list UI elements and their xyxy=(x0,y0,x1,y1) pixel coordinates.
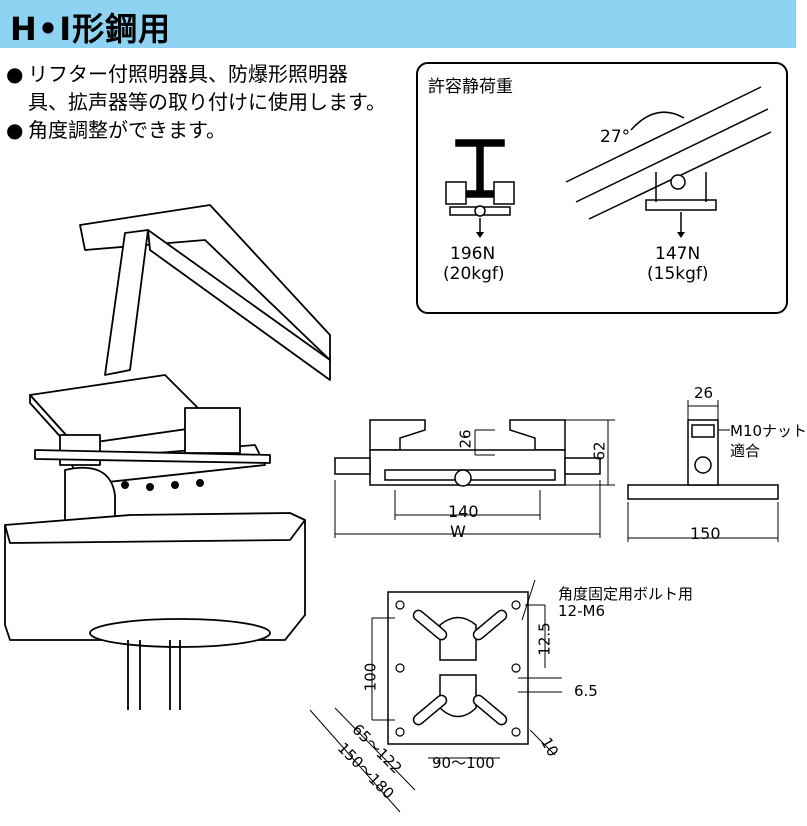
load-straight-kgf: (20kgf) xyxy=(443,264,505,284)
nut-note-line1: M10ナット xyxy=(730,422,807,440)
end-view-drawing xyxy=(627,400,779,542)
load-straight-newton: 196N xyxy=(450,244,496,264)
feature-item: ●リフター付照明器具、防爆形照明器具、拡声器等の取り付けに使用します。 xyxy=(6,60,386,116)
feature-text: 角度調整ができます。 xyxy=(28,118,226,142)
feature-list: ●リフター付照明器具、防爆形照明器具、拡声器等の取り付けに使用します。 ●角度調… xyxy=(6,60,386,144)
dim-6-5: 6.5 xyxy=(574,682,598,700)
dim-12-5: 12.5 xyxy=(535,622,554,656)
bolt-note-line1: 角度固定用ボルト用 xyxy=(558,585,694,603)
angle-label: 27° xyxy=(600,127,631,147)
load-panel-title: 許容静荷重 xyxy=(428,77,513,97)
dim-150: 150 xyxy=(690,524,721,543)
page-title: H•I形鋼用 xyxy=(10,10,172,48)
dim-90-100: 90～100 xyxy=(432,754,495,772)
mounting-illustration xyxy=(4,204,331,710)
dim-100-vertical: 100 xyxy=(361,662,380,692)
load-angled-kgf: (15kgf) xyxy=(647,264,709,284)
dim-26-end: 26 xyxy=(694,384,714,402)
load-panel-diagrams xyxy=(445,86,772,238)
load-panel xyxy=(416,62,788,314)
load-angled-newton: 147N xyxy=(655,244,701,264)
side-view-drawing xyxy=(334,419,615,538)
bullet-icon: ● xyxy=(6,118,24,142)
dim-w: W xyxy=(450,522,466,541)
feature-text: リフター付照明器具、防爆形照明器具、拡声器等の取り付けに使用します。 xyxy=(28,62,386,114)
title-bar: H•I形鋼用 xyxy=(0,0,796,48)
bolt-note-line2: 12-M6 xyxy=(558,602,605,620)
nut-note-line2: 適合 xyxy=(730,442,761,460)
dim-26-side: 26 xyxy=(456,429,475,449)
feature-item: ●角度調整ができます。 xyxy=(6,116,386,144)
bullet-icon: ● xyxy=(6,62,24,86)
dim-140: 140 xyxy=(448,502,479,521)
plate-plan-drawing xyxy=(309,579,562,813)
dim-62: 62 xyxy=(590,441,609,461)
